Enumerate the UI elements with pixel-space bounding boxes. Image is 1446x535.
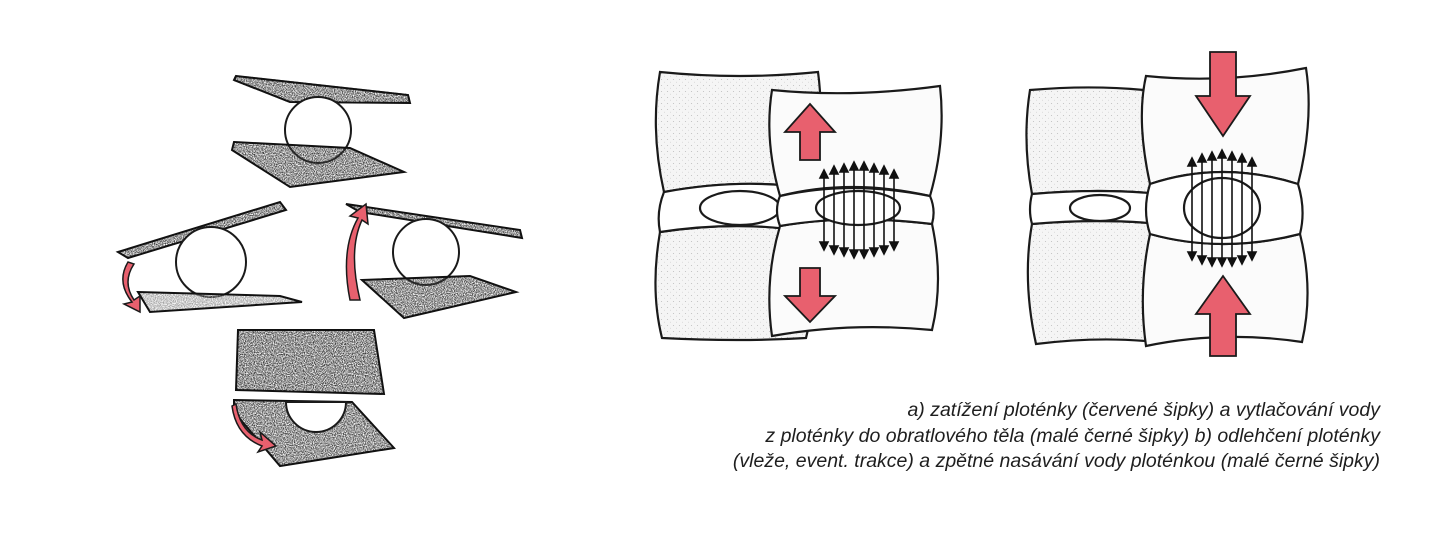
caption-line-2: z ploténky do obratlového těla (malé čer…	[765, 424, 1380, 447]
spine-segment-a	[654, 70, 943, 342]
water-flow-arrows	[818, 160, 900, 260]
arrow-down-icon	[782, 267, 838, 324]
arrow-up-icon	[1194, 274, 1252, 357]
arrow-down-icon	[1194, 51, 1252, 138]
curved-arrow-icon	[121, 261, 141, 314]
water-flow-arrows	[1186, 148, 1258, 268]
arrow-up-icon	[782, 102, 838, 161]
plate-ball-model-tilt-right	[345, 202, 524, 320]
plate-ball-model-tilt-left	[115, 200, 303, 314]
curved-arrow-icon	[231, 402, 278, 454]
spine-segment-b	[1025, 51, 1310, 357]
curved-arrow-icon	[345, 202, 369, 301]
caption-line-1: a) zatížení ploténky (červené šipky) a v…	[907, 399, 1380, 421]
plate-ball-model-compressed	[231, 329, 396, 468]
caption-line-3: (vleže, event. trakce) a zpětné nasávání…	[732, 450, 1380, 472]
plate-ball-model-neutral	[230, 74, 412, 189]
figure-caption: a) zatížení ploténky (červené šipky) a v…	[560, 398, 1380, 475]
